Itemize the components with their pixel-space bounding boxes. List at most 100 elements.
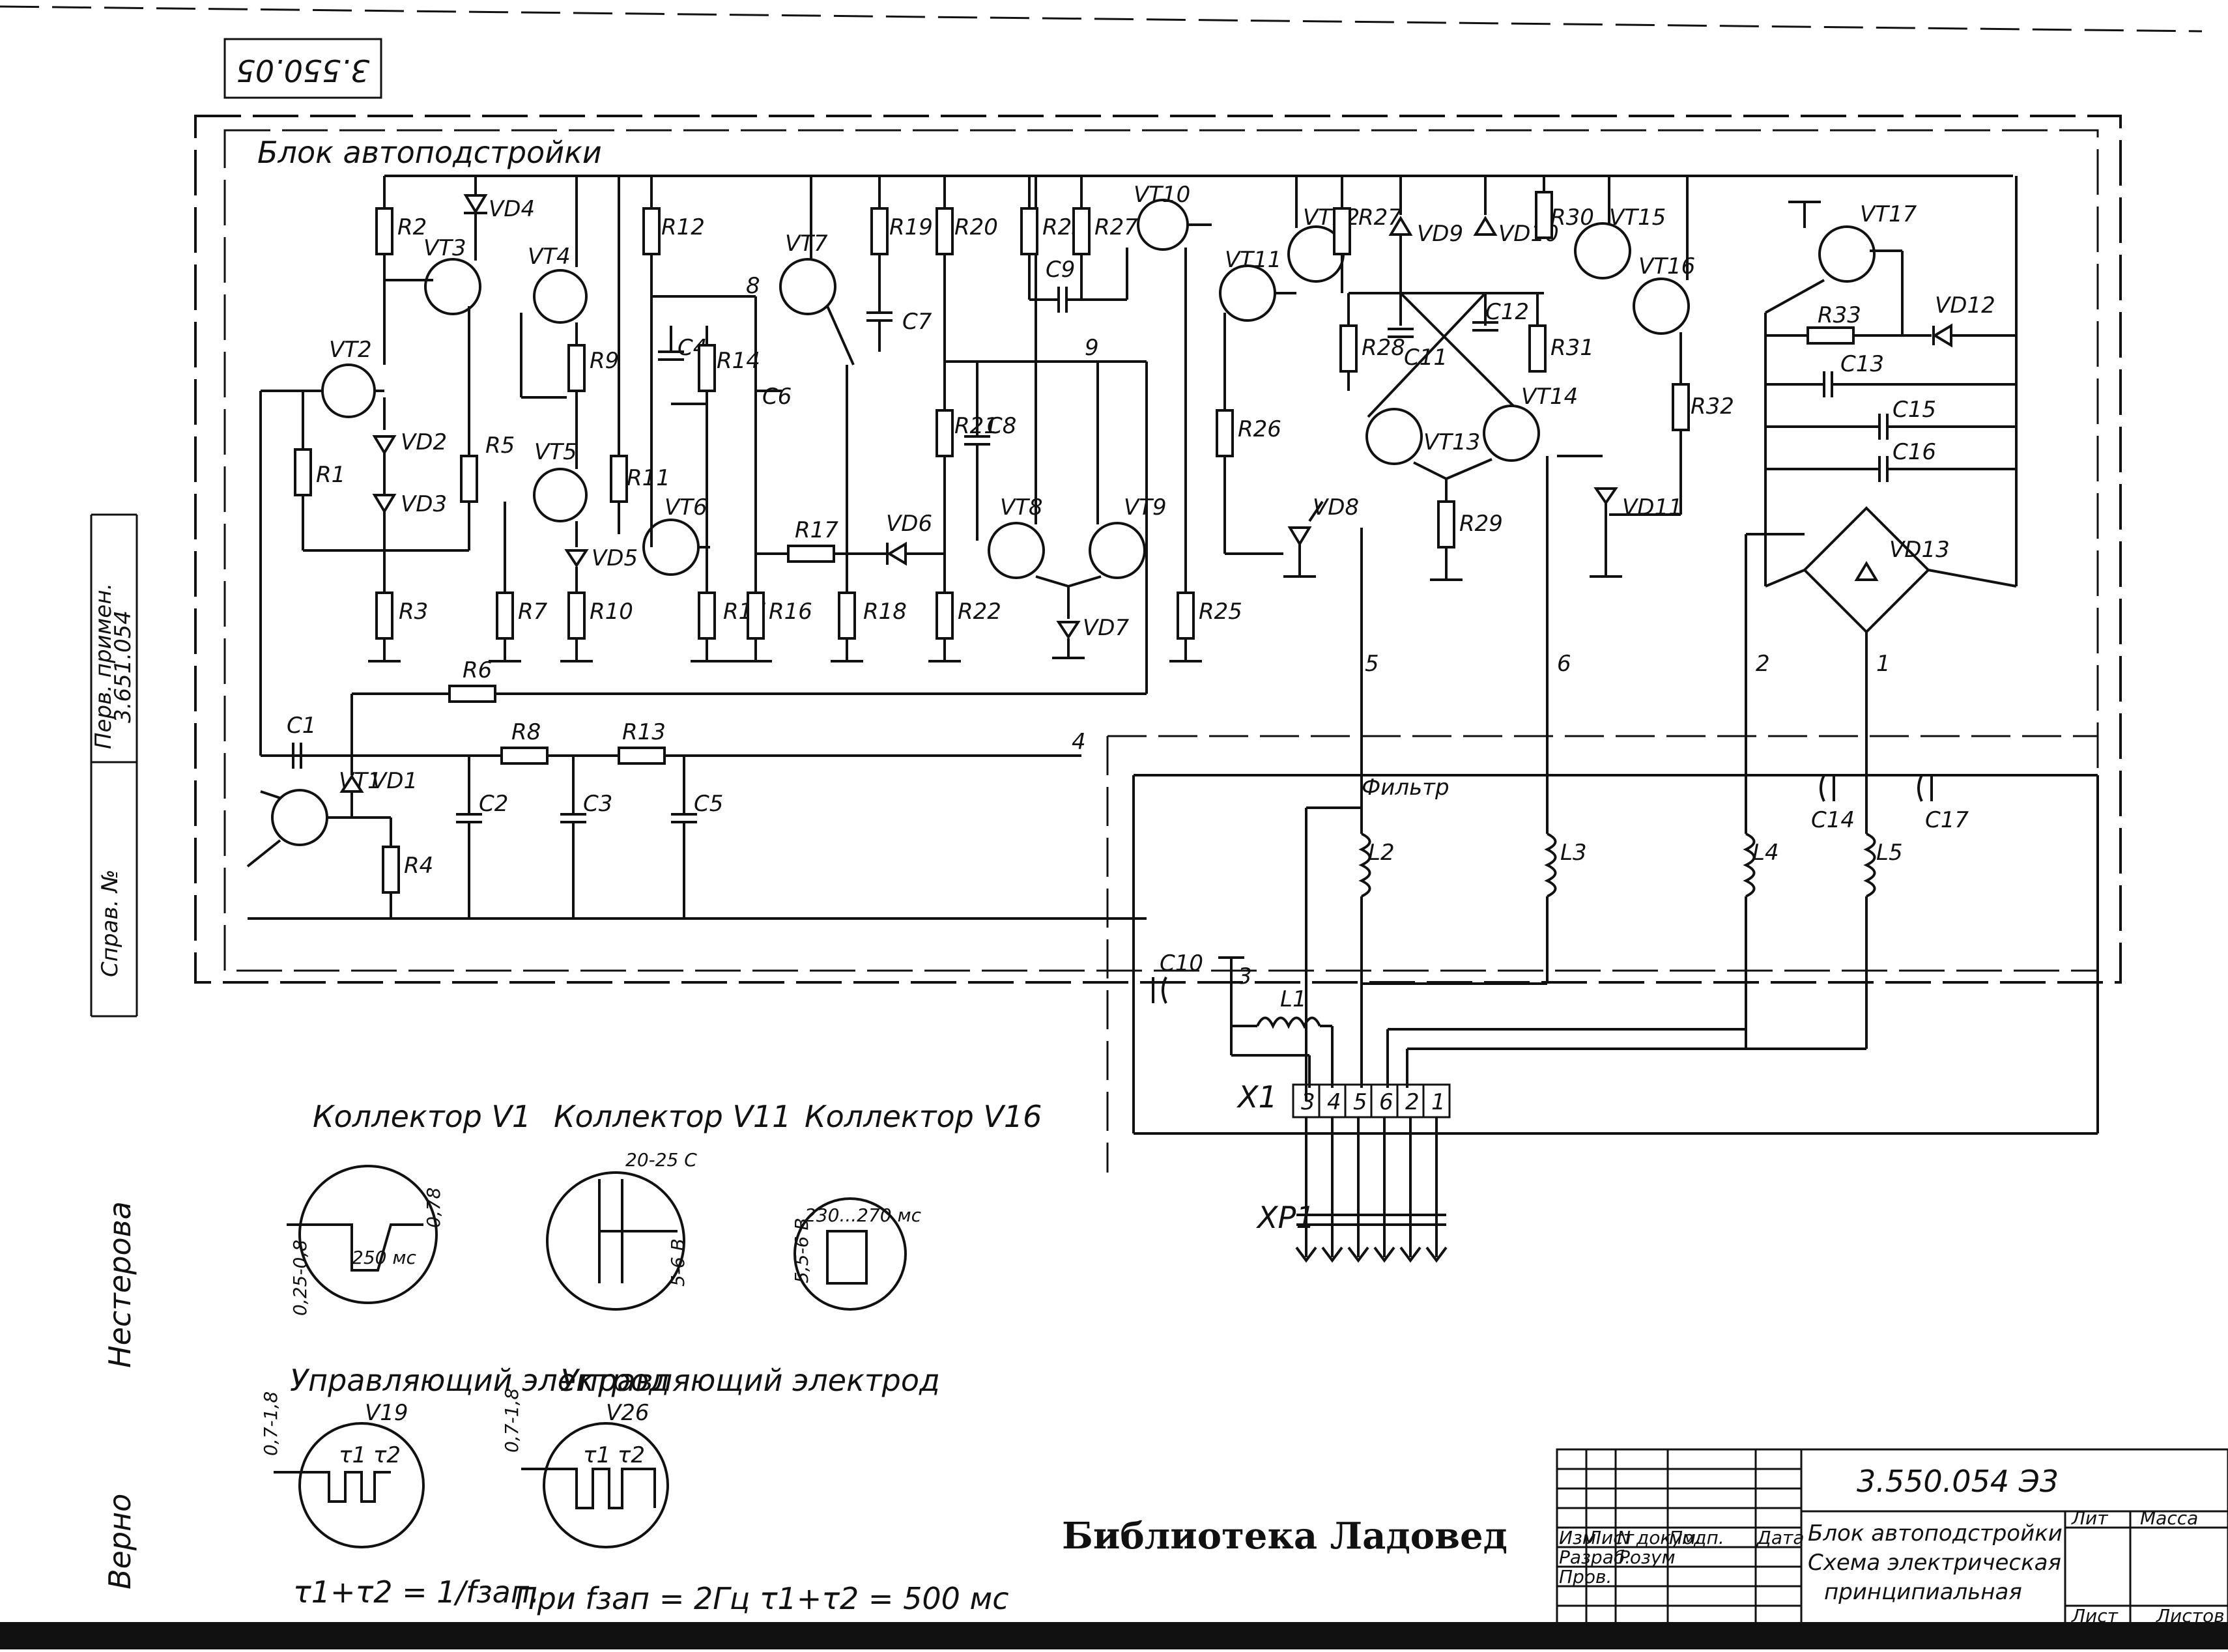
vt14-label: VT14	[1521, 384, 1578, 410]
wave1-trace	[287, 1223, 423, 1272]
resistor-r31	[1528, 324, 1547, 373]
resistor-r5	[460, 455, 478, 503]
transistor-vt4	[533, 269, 588, 324]
node-2: 2	[1756, 651, 1770, 677]
wave5-tau: τ1 τ2	[583, 1442, 645, 1468]
vd3-label: VD3	[401, 491, 447, 517]
scan-bottom-band	[0, 1622, 2228, 1649]
wave4-sub: V19	[365, 1400, 408, 1426]
wave1-title: Коллектор V1	[313, 1099, 531, 1134]
vt15-label: VT15	[1609, 205, 1666, 231]
doc-code-box	[223, 38, 382, 99]
transistor-vt3	[424, 258, 481, 315]
wave4-trace	[274, 1471, 391, 1503]
c10-label: C10	[1160, 950, 1203, 976]
resistor-r26	[1216, 409, 1234, 457]
vd4-label: VD4	[489, 196, 535, 222]
c3-label: C3	[583, 791, 612, 817]
xp1-arrows	[1295, 1117, 1448, 1263]
r18-label: R18	[863, 599, 907, 625]
wave4-amp: 0,7-1,8	[260, 1391, 281, 1456]
resistor-r10	[567, 591, 586, 640]
c7-label: C7	[902, 309, 932, 335]
transistor-vt1	[271, 789, 328, 846]
resistor-r16	[747, 591, 765, 640]
r17-label: R17	[795, 517, 838, 543]
resistor-r21	[935, 409, 954, 457]
resistor-r32	[1672, 383, 1690, 431]
c16-label: C16	[1892, 439, 1936, 465]
inductor-l1	[1256, 1016, 1321, 1029]
resistor-r8	[500, 747, 549, 765]
vd6-label: VD6	[886, 511, 932, 537]
l5-label: L5	[1876, 840, 1903, 866]
wave4-tau: τ1 τ2	[339, 1442, 401, 1468]
resistor-r1	[294, 448, 312, 496]
resistor-r15	[698, 591, 716, 640]
tb-doc-number: 3.550.054 Э3	[1857, 1464, 2059, 1499]
resistor-r2	[375, 207, 393, 255]
vt5-label: VT5	[534, 439, 577, 465]
r22-label: R22	[958, 599, 1001, 625]
transistor-vt15	[1574, 222, 1631, 279]
wave3-circle	[793, 1197, 907, 1311]
wave5-circle	[543, 1422, 669, 1548]
c1-label: C1	[287, 713, 316, 739]
tb-title-1: Блок автоподстройки	[1808, 1520, 2063, 1546]
c5-label: C5	[694, 791, 723, 817]
tb-name-1: Розум	[1619, 1546, 1676, 1568]
vd12-label: VD12	[1935, 292, 1995, 319]
node-1: 1	[1876, 651, 1891, 677]
pin-6: 6	[1379, 1089, 1393, 1115]
connector-x1	[1292, 1083, 1451, 1118]
resistor-r11	[610, 455, 628, 503]
vt11-label: VT11	[1225, 247, 1281, 273]
transistor-vt17	[1818, 225, 1876, 283]
vd1-label: VD1	[371, 768, 418, 794]
vt17-label: VT17	[1860, 201, 1917, 227]
transistor-vt9	[1089, 522, 1146, 579]
wave1-top: 0,78	[423, 1188, 444, 1228]
resistor-r12	[642, 207, 661, 255]
vd7-label: VD7	[1083, 615, 1129, 641]
wave2-width: 20-25 С	[625, 1149, 697, 1171]
r24-label: R27	[1094, 214, 1138, 240]
block-frame	[223, 129, 2099, 972]
c15-label: C15	[1892, 397, 1936, 423]
resistor-r7	[496, 591, 514, 640]
l1-label: L1	[1280, 986, 1307, 1012]
r20-label: R20	[954, 214, 998, 240]
vt9-label: VT9	[1124, 494, 1167, 520]
tb-lit: Лит	[2071, 1507, 2108, 1529]
vt12-label: VT12	[1303, 205, 1360, 231]
r8-label: R8	[511, 719, 541, 745]
r2-label: R2	[397, 214, 427, 240]
wave2-amp: 5-6 В	[667, 1238, 689, 1287]
resistor-r3	[375, 591, 393, 640]
pin-3: 3	[1301, 1089, 1315, 1115]
tb-row-prov: Пров.	[1559, 1566, 1612, 1588]
vd2-label: VD2	[401, 429, 447, 455]
tb-col-ndok: N докум.	[1617, 1527, 1702, 1548]
tb-title-3: принципиальная	[1824, 1579, 2022, 1605]
diode-vd12	[1932, 323, 1952, 348]
resistor-r22	[935, 591, 954, 640]
c9-label: C9	[1046, 257, 1075, 283]
formula-2: При fзап = 2Гц τ1+τ2 = 500 мс	[515, 1581, 1009, 1616]
transistor-vt5	[533, 468, 588, 522]
r10-label: R10	[590, 599, 633, 625]
vd5-label: VD5	[592, 545, 638, 571]
r7-label: R7	[518, 599, 548, 625]
diode-vd11	[1593, 487, 1618, 506]
c12-label: C12	[1485, 299, 1529, 325]
r31-label: R31	[1550, 335, 1594, 361]
c2-label: C2	[479, 791, 508, 817]
diode-vd10	[1473, 216, 1498, 236]
resistor-r6	[448, 685, 496, 703]
r16-label: R16	[769, 599, 812, 625]
vt3-label: VT3	[423, 235, 466, 261]
resistor-r23	[1020, 207, 1038, 255]
resistor-r4	[382, 846, 400, 894]
r6-label: R6	[463, 657, 492, 683]
